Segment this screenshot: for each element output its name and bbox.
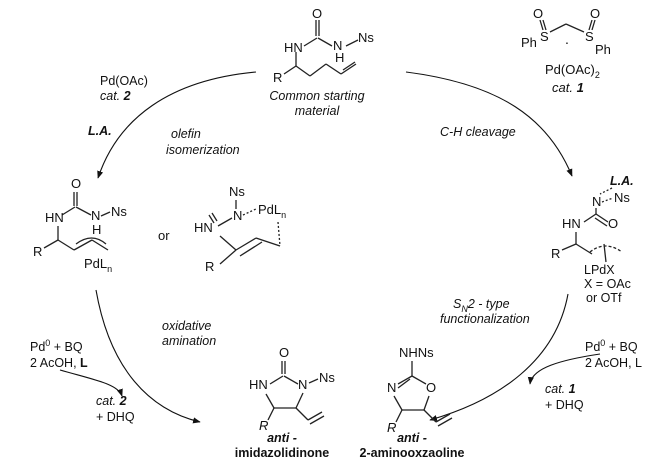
p1-name-line1: anti -	[267, 431, 297, 445]
right-cond-pd-bq: Pd0 + BQ	[585, 338, 638, 354]
right-cond-acoh: 2 AcOH, L	[585, 356, 642, 370]
right-lpdx: LPdX	[584, 263, 615, 277]
left-cond-acoh: 2 AcOH, L	[30, 356, 88, 370]
p1-o-atom: O	[279, 345, 289, 360]
int1-h-atom: H	[92, 222, 101, 237]
product-1-structure: O HN N Ns R	[249, 345, 335, 433]
p1-ns-group: Ns	[319, 370, 335, 385]
cat1-o-left: O	[533, 6, 543, 21]
int2-pdl: PdLn	[258, 202, 286, 220]
int1-ns-group: Ns	[111, 204, 127, 219]
right-x-line: X = OAc	[584, 277, 631, 291]
left-bottom-label-1: oxidative	[162, 319, 211, 333]
int2-ns-group: Ns	[229, 184, 245, 199]
left-cond-pd-bq: Pd0 + BQ	[30, 338, 83, 354]
cat1-s-right: S	[585, 29, 594, 44]
p1-r-group: R	[259, 418, 268, 433]
right-curly-arrow	[527, 353, 601, 385]
start-n-atom: N	[333, 38, 342, 53]
cat1-s-left: S	[540, 29, 549, 44]
right-int-r-group: R	[551, 246, 560, 261]
right-arrow-label: C-H cleavage	[440, 125, 516, 139]
start-o-atom: O	[312, 6, 322, 21]
left-reagent-cat2: cat. 2	[100, 89, 131, 103]
right-top-arrow	[405, 71, 573, 177]
int1-n-atom: N	[91, 208, 100, 223]
start-ns-group: Ns	[358, 30, 374, 45]
int2-n-atom: N	[233, 208, 242, 223]
right-int-hn-atom: HN	[562, 216, 581, 231]
int1-o-atom: O	[71, 176, 81, 191]
product-2-structure: NHNs N O R	[387, 345, 453, 435]
p1-hn-atom: HN	[249, 377, 268, 392]
p2-n-atom: N	[387, 380, 396, 395]
start-caption-line1: Common starting	[269, 89, 364, 103]
p2-r-group: R	[387, 420, 396, 435]
start-caption-line2: material	[295, 104, 341, 118]
p2-name-line2: 2-aminooxzaoline	[360, 446, 465, 460]
left-intermediate-2: Ns N PdLn HN R	[194, 184, 286, 274]
right-bottom-arrow	[429, 293, 569, 422]
p2-nhns-group: NHNs	[399, 345, 434, 360]
int1-hn-atom: HN	[45, 210, 64, 225]
int2-hn-atom: HN	[194, 220, 213, 235]
p1-name-line2: imidazolidinone	[235, 446, 329, 460]
p2-name-line1: anti -	[397, 431, 427, 445]
right-int-n-atom: N	[592, 194, 601, 209]
right-bottom-label-1: SN2 - type	[453, 297, 510, 314]
left-cond-dhq: + DHQ	[96, 410, 135, 424]
left-arrow-label-2: isomerization	[166, 143, 240, 157]
left-cond-cat2: cat. 2	[96, 394, 127, 408]
right-int-lewis-acid: L.A.	[610, 174, 634, 188]
left-arrow-label-1: olefin	[171, 127, 201, 141]
catalyst-1-structure: Ph S O S O Ph ·	[521, 6, 611, 57]
left-curly-arrow	[59, 369, 123, 397]
start-hn-atom: HN	[284, 40, 303, 55]
right-intermediate: L.A. N Ns O HN R	[551, 174, 634, 263]
left-bottom-label-2: amination	[162, 334, 216, 348]
int1-r-group: R	[33, 244, 42, 259]
start-h-atom: H	[335, 50, 344, 65]
int2-r-group: R	[205, 259, 214, 274]
right-int-o-atom: O	[608, 216, 618, 231]
right-cond-cat1: cat. 1	[545, 382, 576, 396]
p1-n-atom: N	[298, 377, 307, 392]
cat1-ph-left: Ph	[521, 35, 537, 50]
right-int-ns-group: Ns	[614, 190, 630, 205]
right-cond-dhq: + DHQ	[545, 398, 584, 412]
cat1-label: cat. 1	[552, 80, 584, 95]
left-lewis-acid: L.A.	[88, 124, 112, 138]
or-text: or	[158, 228, 170, 243]
start-r-group: R	[273, 70, 282, 85]
left-reagent-pdoac: Pd(OAc)	[100, 74, 148, 88]
left-top-arrow	[97, 71, 257, 179]
cat1-ph-right: Ph	[595, 42, 611, 57]
right-bottom-label-2: functionalization	[440, 312, 530, 326]
left-intermediate-1: O HN N Ns H R PdLn	[33, 176, 127, 274]
left-bottom-arrow	[95, 289, 201, 424]
cat1-o-right: O	[590, 6, 600, 21]
p2-o-atom: O	[426, 380, 436, 395]
cat1-pd-reagent: Pd(OAc)2	[545, 62, 600, 80]
int1-pdl: PdLn	[84, 256, 112, 274]
right-or-line: or OTf	[586, 291, 622, 305]
starting-material-structure: O HN N Ns H R	[273, 6, 374, 85]
cat1-dot: ·	[565, 34, 570, 50]
